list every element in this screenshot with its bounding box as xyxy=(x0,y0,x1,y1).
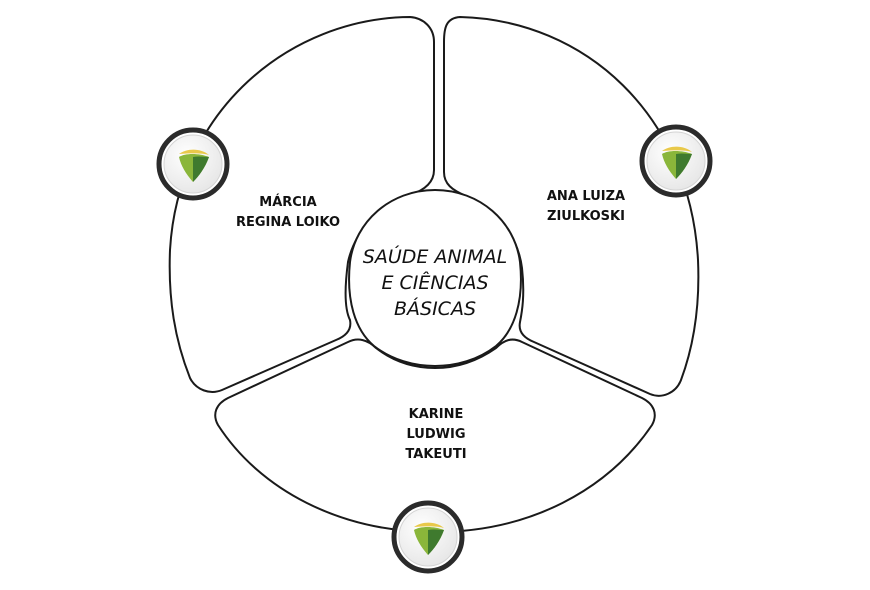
segment-bottom xyxy=(214,338,656,533)
member-name-line: KARINE xyxy=(409,407,464,422)
center-title-line-1: SAÚDE ANIMAL xyxy=(363,244,507,268)
center-title-line-3: BÁSICAS xyxy=(394,297,476,320)
center-hub xyxy=(348,188,522,368)
member-name-line: LUDWIG xyxy=(406,427,465,442)
member-name-line: REGINA LOIKO xyxy=(236,215,340,230)
member-name-line: TAKEUTI xyxy=(405,447,466,462)
member-name-line: ZIULKOSKI xyxy=(547,209,625,224)
shield-logo-icon xyxy=(639,124,713,198)
member-name-line: MÁRCIA xyxy=(259,194,316,210)
member-name-line: ANA LUIZA xyxy=(547,189,625,204)
shield-logo-icon xyxy=(156,127,230,201)
shield-logo-icon xyxy=(391,500,465,574)
center-title-line-2: E CIÊNCIAS xyxy=(381,271,488,294)
